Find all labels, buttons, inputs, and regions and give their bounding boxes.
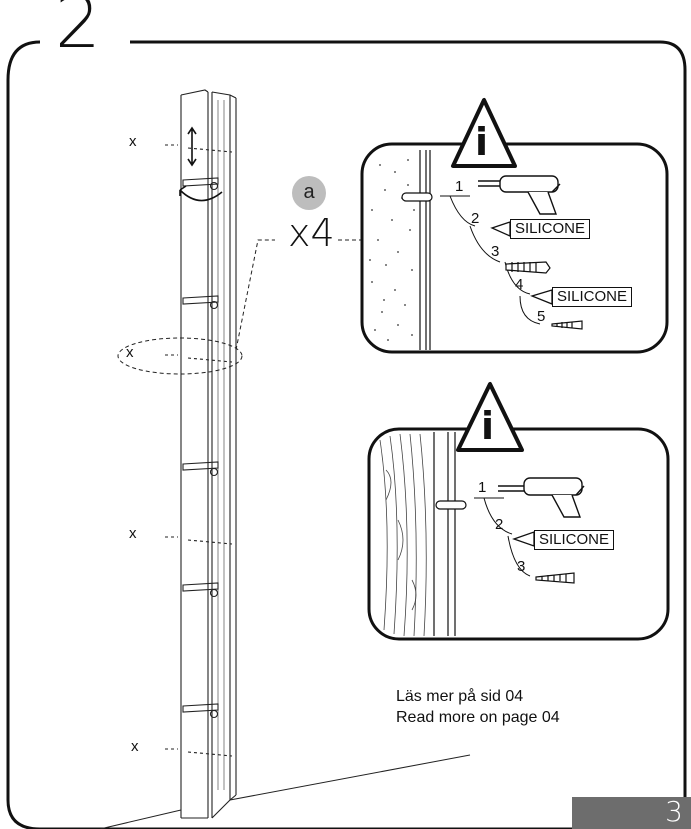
silicone-label: SILICONE [552,287,633,307]
page-number: 3 [665,795,683,828]
screw-mark: x [129,133,137,150]
screw-mark: x [129,525,137,542]
callout-number: 4 [515,276,524,293]
info-triangle-top [451,98,517,168]
part-quantity: x4 [288,211,335,255]
page-reference-swedish: Läs mer på sid 04 [396,688,524,705]
wall-plug-icon [505,261,551,274]
callout-number: 2 [471,210,480,227]
screw-icon [551,320,583,330]
callout-number: 5 [537,308,546,325]
drill-icon [498,477,585,518]
screw-icon [535,572,575,584]
callout-number: 2 [495,516,504,533]
part-badge: a [292,176,326,210]
callout-number: 1 [478,479,487,496]
callout-number: 3 [491,243,500,260]
drill-icon [478,175,561,215]
concrete-detail-box [360,142,669,354]
page-number-tab: 3 [572,795,691,829]
callout-number: 3 [517,558,526,575]
info-icon: i [475,120,489,164]
silicone-label: SILICONE [510,219,591,239]
info-triangle-bottom [456,382,524,452]
wood-detail-box [367,427,670,641]
page-reference: Läs mer på sid 04 Read more on page 04 [396,686,560,728]
wood-grain [379,433,427,637]
rail-profile [165,89,237,819]
highlight-ellipse [117,337,243,375]
page-reference-english: Read more on page 04 [396,709,560,726]
step-number: 2 [55,0,102,64]
screw-mark: x [126,344,134,361]
screw-mark: x [131,738,139,755]
callout-number: 1 [455,178,464,195]
silicone-label: SILICONE [534,530,615,550]
info-icon: i [481,404,495,448]
